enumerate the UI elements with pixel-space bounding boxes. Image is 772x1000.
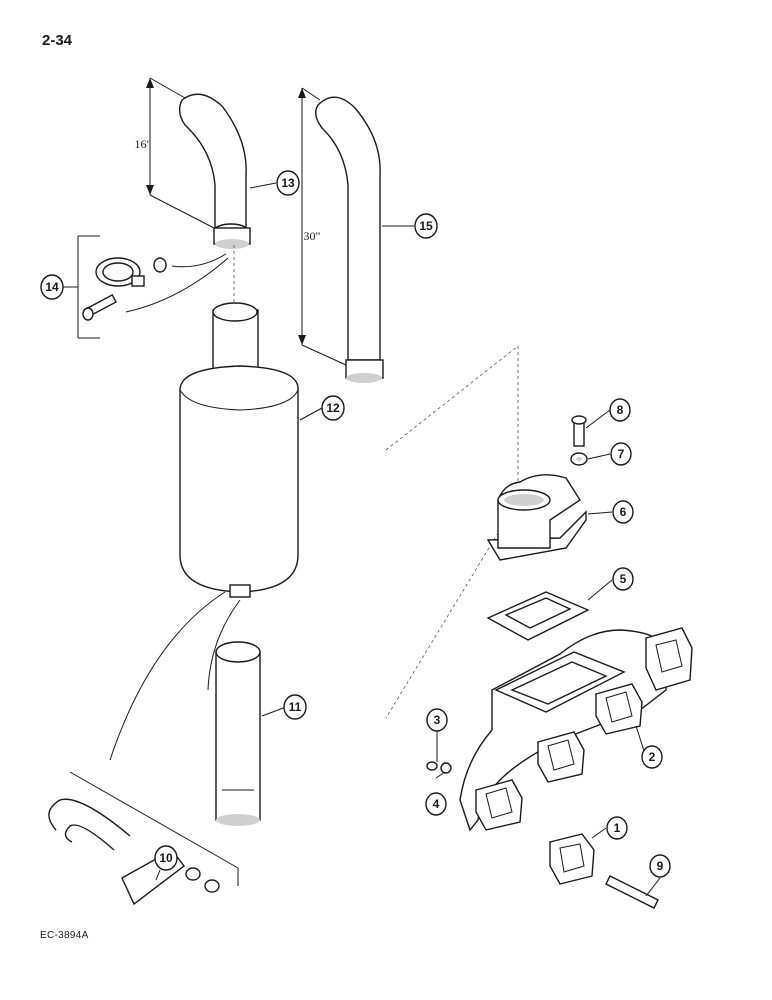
callout-11: 11 — [283, 694, 307, 720]
exhaust-pipe-16in — [178, 93, 251, 249]
callout-8-label: 8 — [617, 403, 624, 417]
page-number: 2-34 — [42, 32, 73, 49]
callout-11-label: 11 — [289, 700, 302, 714]
callout-4-label: 4 — [433, 797, 440, 811]
callout-14: 14 — [40, 274, 64, 300]
exhaust-elbow — [486, 474, 587, 561]
bolt — [571, 415, 587, 447]
callout-7: 7 — [610, 442, 632, 466]
exhaust-pipe-30in — [315, 96, 384, 383]
callout-9-label: 9 — [657, 859, 664, 873]
callout-12-label: 12 — [326, 401, 340, 415]
dimension-30in: 30" — [298, 87, 347, 366]
callout-5: 5 — [612, 567, 634, 591]
dimension-30in-label: 30" — [304, 229, 321, 243]
callout-12: 12 — [321, 395, 345, 421]
clamp-kit — [77, 235, 229, 339]
callout-1-label: 1 — [614, 821, 621, 835]
callout-4: 4 — [425, 792, 447, 816]
callout-7-label: 7 — [618, 447, 625, 461]
stud — [605, 875, 659, 909]
tail-pipe — [215, 641, 261, 826]
callout-8: 8 — [609, 398, 631, 422]
callout-3: 3 — [426, 708, 448, 732]
dimension-16in-label: 16" — [135, 137, 152, 151]
callout-15-label: 15 — [419, 219, 433, 233]
callout-14-label: 14 — [45, 280, 59, 294]
callout-2: 2 — [641, 745, 663, 769]
callout-5-label: 5 — [620, 572, 627, 586]
port-gasket — [549, 833, 595, 885]
manifold-gasket — [486, 591, 590, 641]
muffler — [179, 302, 299, 598]
callout-6: 6 — [612, 500, 634, 524]
washer — [426, 761, 438, 771]
callout-10: 10 — [154, 845, 178, 871]
lock-nut — [570, 452, 588, 466]
u-bolt-clamp — [48, 771, 239, 906]
exhaust-manifold — [459, 627, 693, 832]
callout-6-label: 6 — [620, 505, 627, 519]
nut — [440, 762, 452, 774]
callout-9: 9 — [649, 854, 671, 878]
dimension-16in: 16" — [135, 77, 215, 229]
reference-code: EC-3894A — [40, 930, 89, 941]
callout-13-label: 13 — [281, 176, 295, 190]
callout-1: 1 — [606, 816, 628, 840]
callout-3-label: 3 — [434, 713, 441, 727]
callout-2-label: 2 — [649, 750, 656, 764]
callout-10-label: 10 — [159, 851, 173, 865]
callout-13: 13 — [276, 170, 300, 196]
callout-15: 15 — [414, 213, 438, 239]
